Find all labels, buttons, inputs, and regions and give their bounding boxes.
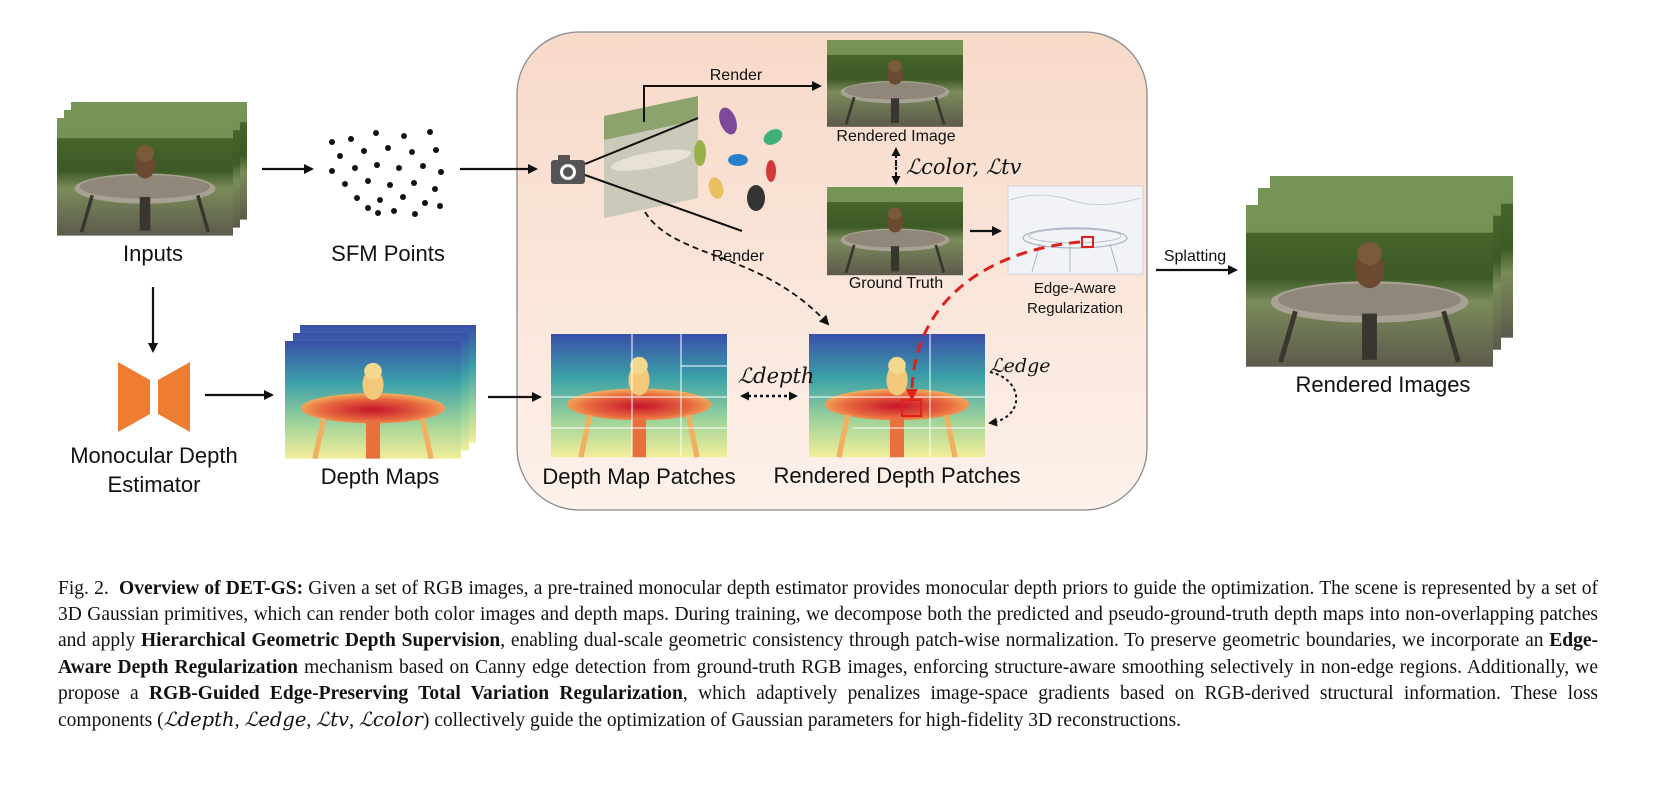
label-splatting: Splatting <box>1163 248 1227 265</box>
ground-truth-image <box>825 185 965 277</box>
caption-part-5: ) collectively guide the optimization of… <box>422 710 1181 732</box>
label-sfm-points: SFM Points <box>331 241 445 266</box>
caption-part-1: Given a set of RGB images, a pre-trained… <box>58 578 1599 652</box>
label-ground-truth: Ground Truth <box>848 275 944 292</box>
frustum-line <box>584 174 743 232</box>
label-depth-maps: Depth Maps <box>320 464 440 489</box>
loss-depth: ℒdepth <box>738 364 815 388</box>
caption-bold-3: RGB-Guided Edge-Preserving Total Variati… <box>149 682 683 704</box>
frustum-line <box>584 117 699 165</box>
label-monocular-1: Monocular Depth <box>70 443 238 468</box>
depth-estimator-icon <box>118 362 190 432</box>
arrow-render-bottom <box>644 211 830 326</box>
rendered-images-stack <box>1246 176 1513 367</box>
label-inputs: Inputs <box>123 241 183 266</box>
label-rendered-image: Rendered Image <box>836 128 956 145</box>
caption-loss-edge: ℒedge <box>244 708 307 732</box>
caption-loss-depth: ℒdepth <box>163 708 235 732</box>
label-rendered-depth-patches: Rendered Depth Patches <box>773 463 1021 488</box>
caption-title: Overview of DET-GS: <box>119 578 304 599</box>
camera-icon <box>551 155 585 184</box>
caption-part-2: , enabling dual-scale geometric consiste… <box>500 630 1544 652</box>
input-images <box>55 100 249 238</box>
caption-bold-1: Hierarchical Geometric Depth Supervision <box>141 630 501 652</box>
caption-part-3: mechanism based on Canny edge detection … <box>58 656 1598 704</box>
overview-figure: Inputs SFM Points Monocular Depth Estima… <box>55 31 1655 511</box>
label-render-top: Render <box>709 67 763 84</box>
rendered-image <box>825 38 965 129</box>
loss-edge: ℒedge <box>990 355 1051 377</box>
sfm-points <box>329 129 444 217</box>
label-edge-aware-2: Regularization <box>1027 300 1123 317</box>
label-depth-map-patches: Depth Map Patches <box>542 464 736 489</box>
arrow-render-top <box>643 81 822 122</box>
figure-canvas <box>55 31 1655 511</box>
edge-map-image <box>1007 185 1144 275</box>
label-edge-aware-1: Edge-Aware <box>1033 280 1117 297</box>
label-monocular-2: Estimator <box>107 472 201 497</box>
depth-map-patches-image <box>551 334 727 457</box>
gaussian-primitives <box>694 107 783 211</box>
label-rendered-images: Rendered Images <box>1295 372 1471 397</box>
caption-part-4: , which adaptively penalizes image-space… <box>58 682 1598 732</box>
depth-maps-stack <box>285 325 476 459</box>
image-plane <box>604 96 698 218</box>
caption-loss-color: ℒcolor <box>358 708 423 732</box>
figure-caption: Fig. 2. Overview of DET-GS: Given a set … <box>58 578 1599 732</box>
caption-loss-tv: ℒtv <box>316 708 350 732</box>
edge-guidance-arrow <box>905 240 1081 401</box>
caption-fig-label: Fig. 2. <box>58 578 109 599</box>
caption-bold-2: Edge-Aware Depth Regularization <box>58 630 1598 678</box>
loss-color-tv: ℒcolor, ℒtv <box>906 155 1022 179</box>
label-render-bottom: Render <box>711 248 765 265</box>
rendered-depth-patches-image <box>809 334 985 457</box>
